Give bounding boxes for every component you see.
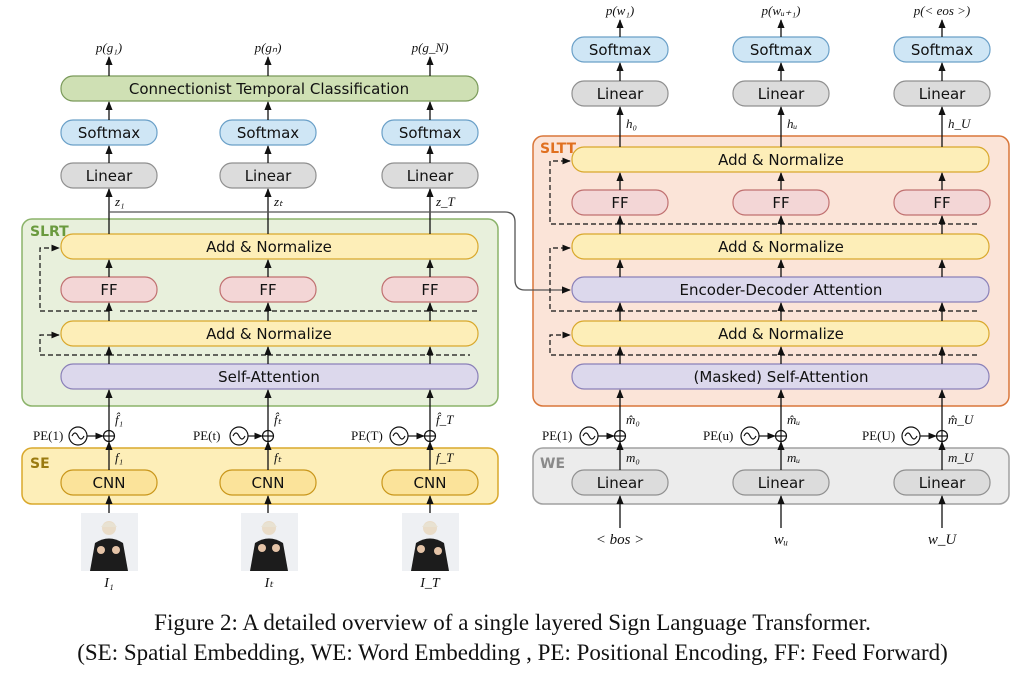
caption-line-1: Figure 2: A detailed overview of a singl… [154,610,871,635]
dec-h-1: h₀ [626,116,637,131]
enc-ff-3-label: FF [421,281,438,299]
enc-z-2: zₜ [273,194,284,209]
enc-addnorm-top [60,233,479,260]
enc-ff-2-label: FF [259,281,276,299]
enc-softmax-1-label: Softmax [78,124,140,142]
dec-linear-2-label: Linear [758,85,805,103]
dec-mhat-1: m̂₀ [626,412,640,427]
enc-softmax-2-label: Softmax [237,124,299,142]
slrt-group [21,218,499,407]
enc-self-attention [60,363,479,390]
encoder-residuals [39,244,478,356]
dec-addnorm-3-label: Add & Normalize [718,325,844,343]
dec-softmax-1-label: Softmax [589,41,651,59]
dec-ff-1-label: FF [611,194,628,212]
enc-ff-1-label: FF [100,281,117,299]
dec-input-1: < bos > [596,532,645,548]
enc-self-attention-label: Self-Attention [218,368,320,386]
ctc-label: Connectionist Temporal Classification [129,80,409,98]
dec-pe-3: PE(U) [862,428,895,443]
dec-pe-1: PE(1) [542,428,572,443]
dec-output-1: p(w₁) [605,3,634,18]
dec-addnorm-2-label: Add & Normalize [718,238,844,256]
dec-encdec-attention-label: Encoder-Decoder Attention [680,281,883,299]
image-label-1: I₁ [103,576,114,591]
enc-linear-1-label: Linear [86,167,133,185]
enc-f-3: f_T [436,450,454,465]
dec-input-2: wᵤ [774,532,788,548]
enc-pe-3: PE(T) [351,428,383,443]
enc-pe-2: PE(t) [193,428,220,443]
enc-f-1: f₁ [115,450,123,465]
se-label: SE [30,456,50,472]
decoder-arrows [616,19,946,528]
enc-fhat-1: f̂₁ [115,412,123,427]
enc-z-1: z₁ [114,194,125,209]
enc-softmax-3-label: Softmax [399,124,461,142]
dec-softmax-2-label: Softmax [750,41,812,59]
enc-output-1: p(g₁) [95,40,122,55]
dec-output-2: p(wᵤ₊₁) [760,3,800,18]
dec-ff-3-label: FF [933,194,950,212]
dec-softmax-3-label: Softmax [911,41,973,59]
sltt-label: SLTT [540,141,577,157]
decoder-residuals [549,157,980,356]
sign-image-2 [241,513,298,571]
enc-linear-2-label: Linear [245,167,292,185]
cnn-3-label: CNN [414,474,447,492]
image-label-3: I_T [419,576,441,591]
dec-h-3: h_U [948,116,972,131]
dec-addnorm-1-label: Add & Normalize [718,151,844,169]
sign-image-3 [402,513,459,571]
dec-m-2: mᵤ [787,450,800,465]
dec-m-3: m_U [948,450,975,465]
ctc-box [60,75,479,102]
dec-ff-2-label: FF [772,194,789,212]
we-label: WE [540,456,565,472]
image-label-2: Iₜ [264,576,275,591]
enc-fhat-3: f̂_T [436,412,454,427]
dec-masked-self-attention-label: (Masked) Self-Attention [693,368,868,386]
enc-addnorm-top-label: Add & Normalize [206,238,332,256]
dec-m-1: m₀ [626,450,640,465]
enc-addnorm-bottom [60,320,479,347]
encoder-decoder-link [109,211,571,294]
encoder-pe [68,426,437,446]
dec-linear-3-label: Linear [919,85,966,103]
enc-output-3: p(g_N) [411,40,449,55]
cnn-1-label: CNN [93,474,126,492]
enc-pe-1: PE(1) [33,428,63,443]
enc-f-2: fₜ [274,450,283,465]
dec-linear-1-label: Linear [597,85,644,103]
cnn-2-label: CNN [252,474,285,492]
enc-z-3: z_T [435,194,456,209]
enc-fhat-2: f̂ₜ [274,412,283,427]
enc-linear-3-label: Linear [407,167,454,185]
dec-h-2: hᵤ [787,116,798,131]
we-linear-2-label: Linear [758,474,805,492]
slrt-label: SLRT [30,224,69,240]
dec-pe-2: PE(u) [703,428,733,443]
sign-image-1 [81,513,138,571]
decoder-pe [579,426,949,446]
dec-input-3: w_U [928,532,958,548]
enc-addnorm-bottom-label: Add & Normalize [206,325,332,343]
caption-line-2: (SE: Spatial Embedding, WE: Word Embeddi… [77,640,948,665]
dec-mhat-3: m̂_U [948,412,975,427]
dec-mhat-2: m̂ᵤ [787,412,800,427]
we-linear-1-label: Linear [597,474,644,492]
enc-output-2: p(gₙ) [254,40,282,55]
dec-output-3: p(< eos >) [913,3,971,18]
we-linear-3-label: Linear [919,474,966,492]
